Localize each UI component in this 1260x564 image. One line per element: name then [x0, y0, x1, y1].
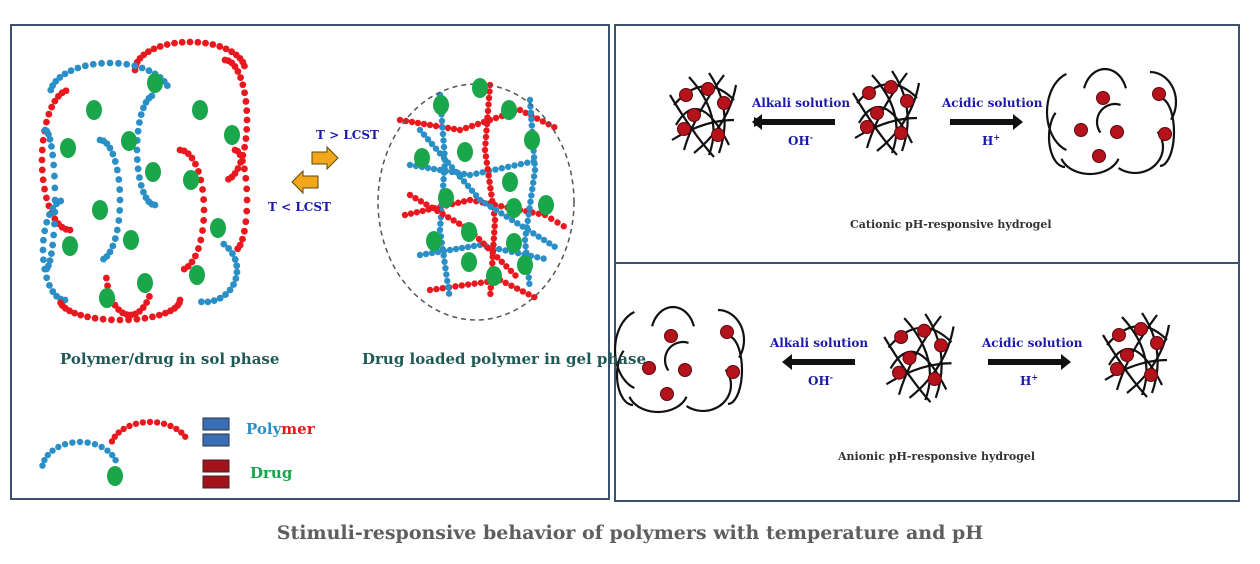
legend-polymer-chain — [39, 418, 189, 469]
cool-label: T < LCST — [268, 200, 331, 214]
cool-arrow-icon — [291, 169, 319, 195]
cationic-h-label: H+ — [982, 132, 1001, 148]
legend-polymer-label: Polymer — [246, 420, 315, 438]
anionic-title: Anionic pH-responsive hydrogel — [838, 450, 1036, 463]
cationic-alkali-label: Alkali solution — [752, 96, 851, 110]
legend-polymer-swatch-bottom — [202, 433, 230, 447]
gel-boundary — [377, 83, 575, 321]
gel-phase-label: Drug loaded polymer in gel phase — [362, 350, 647, 368]
anionic-h-label: H+ — [1020, 372, 1039, 388]
gel-phase-polymer-network — [396, 81, 567, 301]
cationic-title: Cationic pH-responsive hydrogel — [850, 218, 1052, 231]
cationic-acidic-label: Acidic solution — [942, 96, 1043, 110]
hydrogel-illustrations — [613, 67, 1178, 414]
legend-polymer-swatch-top — [202, 417, 230, 431]
cationic-panel — [614, 24, 1240, 264]
legend-drug-swatch-top — [202, 459, 230, 473]
legend-drug-swatch-bottom — [202, 475, 230, 489]
heat-arrow-icon — [311, 145, 339, 171]
cationic-oh-label: OH- — [788, 132, 814, 148]
anionic-alkali-label: Alkali solution — [770, 336, 869, 350]
sol-phase-polymer-network — [38, 38, 251, 324]
sol-phase-label: Polymer/drug in sol phase — [60, 350, 280, 368]
legend-drug-dot — [107, 466, 123, 486]
figure-caption: Stimuli-responsive behavior of polymers … — [276, 522, 984, 544]
ph-arrows — [752, 114, 1071, 370]
heat-label: T > LCST — [316, 128, 379, 142]
legend-drug-label: Drug — [250, 464, 293, 482]
anionic-acidic-label: Acidic solution — [982, 336, 1083, 350]
drug-particles — [60, 73, 554, 308]
anionic-oh-label: OH- — [808, 372, 834, 388]
